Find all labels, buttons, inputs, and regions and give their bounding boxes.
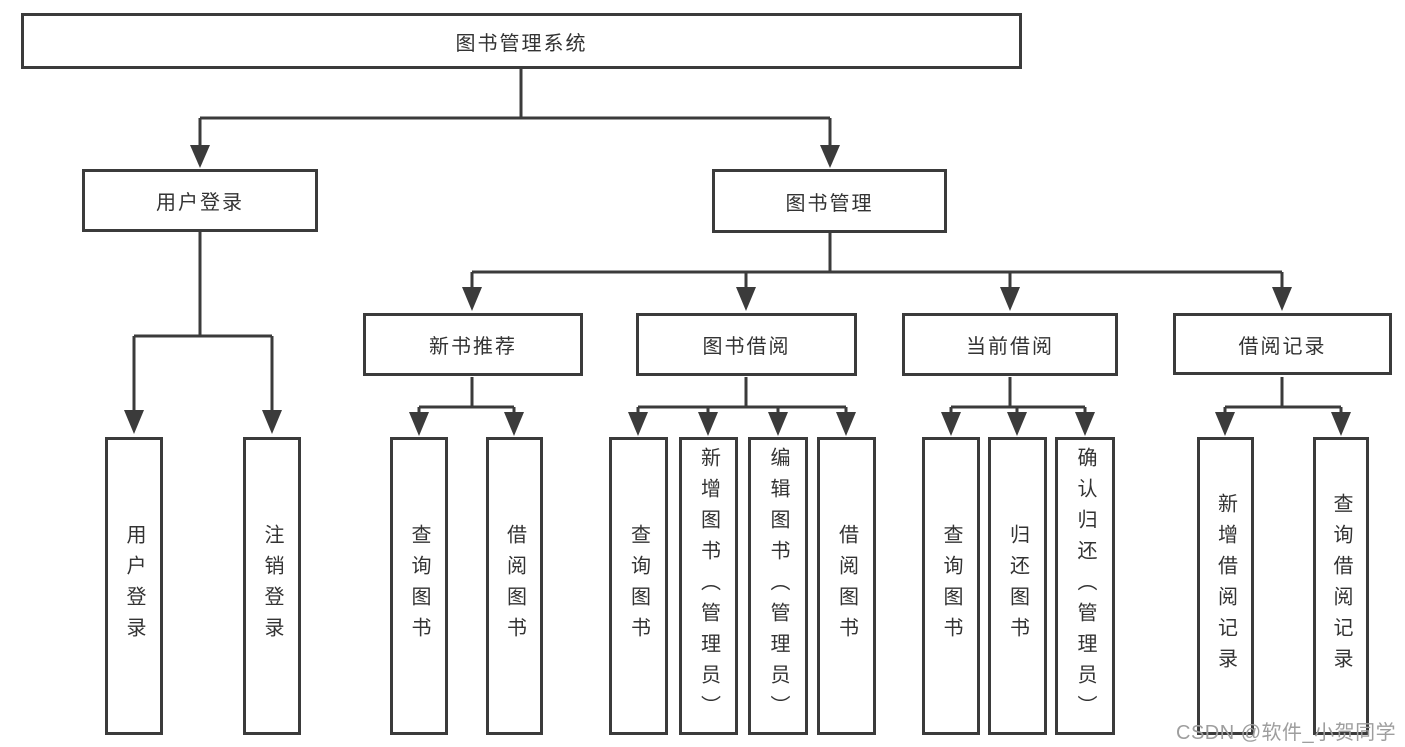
leaf-confirm-return-admin: 确认归还（管理员） — [1055, 437, 1115, 735]
node-label: 当前借阅 — [966, 336, 1054, 358]
node-label: 借阅图书 — [503, 524, 526, 648]
node-new-book-recommend: 新书推荐 — [363, 313, 583, 376]
node-label: 新书推荐 — [429, 336, 517, 358]
node-label: 归还图书 — [1006, 524, 1029, 648]
node-label: 查询图书 — [627, 524, 650, 648]
connector-currentborrow-to-leaves — [941, 377, 1095, 436]
watermark: CSDN @软件_小贺同学 — [1176, 722, 1397, 744]
connector-newbooks-to-leaves — [409, 377, 524, 436]
node-library-management-system: 图书管理系统 — [21, 13, 1022, 69]
leaf-borrow-books: 借阅图书 — [817, 437, 876, 735]
leaf-add-borrow-record: 新增借阅记录 — [1197, 437, 1254, 735]
node-book-borrow: 图书借阅 — [636, 313, 857, 376]
leaf-user-login: 用户登录 — [105, 437, 163, 735]
node-label: 借阅记录 — [1238, 335, 1327, 358]
node-borrow-records: 借阅记录 — [1173, 313, 1392, 375]
connector-borrowrecords-to-leaves — [1215, 377, 1351, 436]
connector-userlogin-to-leaves — [124, 232, 282, 434]
node-label: 注销登录 — [261, 524, 283, 648]
node-label: 图书管理系统 — [455, 32, 588, 55]
node-label: 确认归还（管理员） — [1074, 446, 1096, 726]
node-label: 用户登录 — [156, 192, 244, 214]
node-label: 借阅图书 — [835, 524, 858, 648]
node-label: 编辑图书（管理员） — [767, 446, 789, 726]
leaf-logout: 注销登录 — [243, 437, 301, 735]
node-user-login: 用户登录 — [82, 169, 318, 232]
node-label: 新增借阅记录 — [1214, 493, 1237, 679]
node-label: 查询图书 — [408, 524, 430, 648]
connector-bookborrow-to-leaves — [628, 377, 856, 436]
node-label: 用户登录 — [123, 524, 145, 648]
node-label: 图书管理 — [785, 192, 874, 215]
node-label: 新增图书（管理员） — [697, 446, 720, 726]
leaf-edit-books-admin: 编辑图书（管理员） — [748, 437, 808, 735]
leaf-query-books: 查询图书 — [609, 437, 668, 735]
node-label: 查询图书 — [940, 524, 962, 648]
leaf-return-books: 归还图书 — [988, 437, 1047, 735]
node-label: 图书借阅 — [702, 336, 791, 358]
node-label: 查询借阅记录 — [1330, 493, 1352, 679]
leaf-query-books: 查询图书 — [922, 437, 980, 735]
connector-bookmgmt-to-level3 — [462, 233, 1292, 311]
leaf-query-books: 查询图书 — [390, 437, 448, 735]
leaf-add-books-admin: 新增图书（管理员） — [679, 437, 738, 735]
leaf-borrow-books: 借阅图书 — [486, 437, 543, 735]
connector-root-to-level2 — [190, 69, 840, 168]
leaf-query-borrow-record: 查询借阅记录 — [1313, 437, 1369, 735]
node-current-borrow: 当前借阅 — [902, 313, 1118, 376]
node-book-management: 图书管理 — [712, 169, 947, 233]
